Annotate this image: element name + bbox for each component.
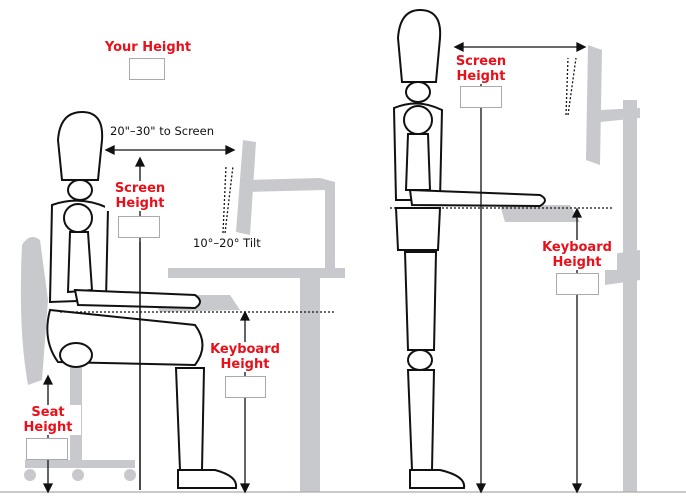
your-height-label: Your Height <box>104 40 192 55</box>
sitting-keyboard-height-input-box[interactable] <box>225 376 266 398</box>
standing-monitor <box>586 45 602 165</box>
standing-head <box>396 8 442 83</box>
sitting-lower-leg <box>174 367 206 471</box>
label-line: Keyboard <box>542 240 612 255</box>
chair-back <box>20 236 48 385</box>
standing-lower-leg <box>406 369 436 471</box>
sitting-foot <box>177 469 238 489</box>
sitting-desk <box>168 268 345 492</box>
your-height-input-box[interactable] <box>129 58 165 80</box>
label-line: Keyboard <box>210 342 280 357</box>
sitting-forearm <box>73 288 201 310</box>
label-line: Height <box>552 255 602 270</box>
label-line: Height <box>456 69 506 84</box>
label-line: Height <box>115 196 165 211</box>
sitting-monitor <box>236 140 256 235</box>
standing-figure <box>392 8 546 489</box>
standing-thigh <box>403 251 438 351</box>
label-line: Seat <box>31 405 65 420</box>
label-line: Screen <box>455 54 507 69</box>
tilt-note: 10°–20° Tilt <box>193 236 261 250</box>
label-line: Screen <box>114 181 166 196</box>
label-line: Height <box>23 420 73 435</box>
standing-screen-height-input-box[interactable] <box>460 86 502 108</box>
standing-foot <box>409 469 466 489</box>
distance-to-screen-note: 20"–30" to Screen <box>110 124 214 138</box>
label-line: Height <box>220 357 270 372</box>
standing-keyboard-height-input-box[interactable] <box>556 273 599 295</box>
sitting-figure <box>46 110 238 489</box>
sitting-screen-height-input-box[interactable] <box>118 216 160 238</box>
standing-keyboard-tray <box>500 205 580 222</box>
sitting-monitor-arm <box>245 178 335 268</box>
seat-height-input-box[interactable] <box>26 438 68 460</box>
standing-forearm <box>408 188 546 208</box>
sitting-head <box>56 110 104 181</box>
chair-base <box>25 460 135 468</box>
standing-desk-pole <box>623 100 637 492</box>
measure-arrows <box>0 41 686 494</box>
